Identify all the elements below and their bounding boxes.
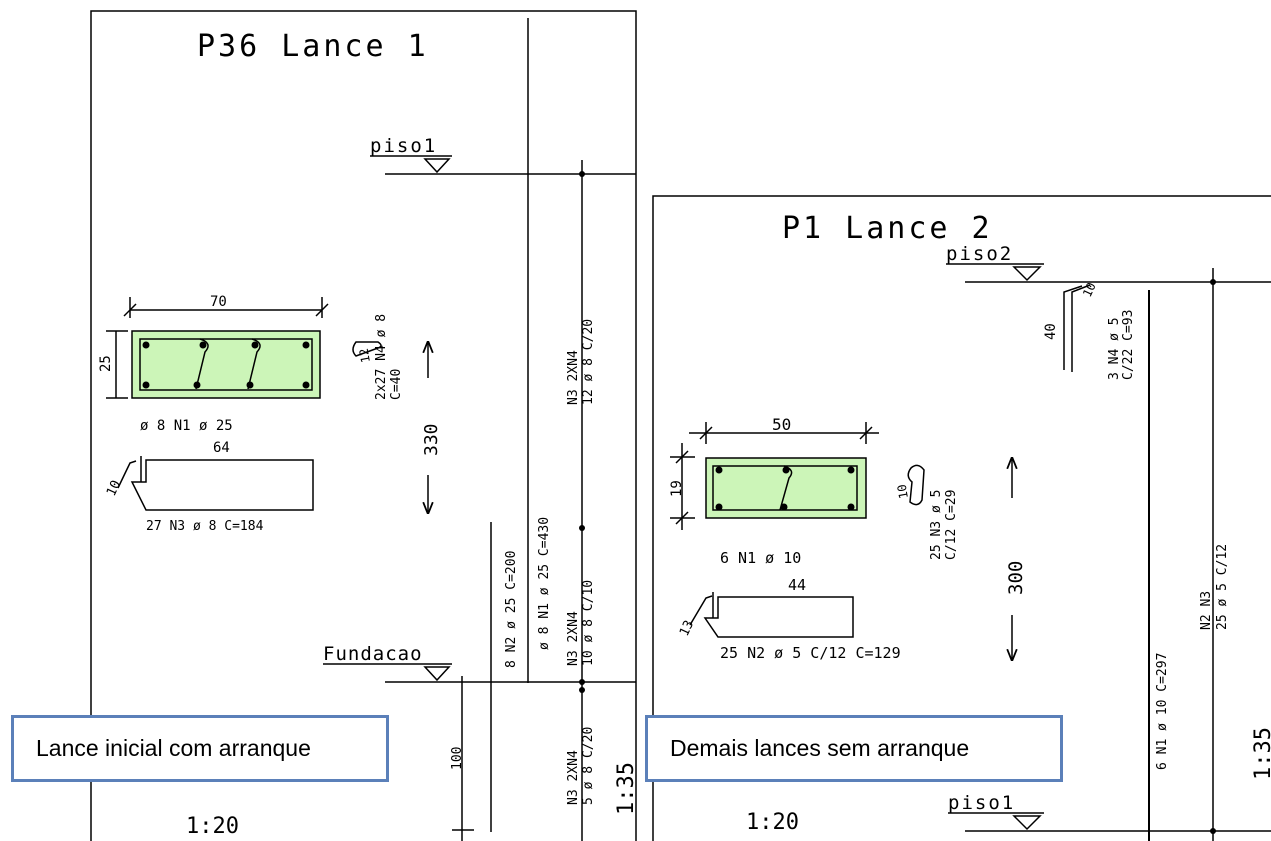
svg-text:piso2: piso2 xyxy=(946,243,1013,265)
right-section: 50 19 6 N1 ø 10 xyxy=(669,415,879,567)
right-n2-shape: 44 13 25 N2 ø 5 C/12 C=129 xyxy=(677,576,901,662)
left-height: 330 xyxy=(421,342,442,513)
right-stirrup: 10 25 N3 ø 5 C/12 C=29 xyxy=(895,464,959,560)
left-section: 70 25 ø 8 N1 ø 25 xyxy=(98,294,329,434)
svg-text:25 N3 ø 5: 25 N3 ø 5 xyxy=(929,490,944,560)
svg-text:C/22 C=93: C/22 C=93 xyxy=(1121,310,1136,380)
svg-text:40: 40 xyxy=(1043,323,1059,340)
svg-text:44: 44 xyxy=(788,576,806,594)
left-n3-label: 27 N3 ø 8 C=184 xyxy=(146,519,264,534)
right-sheet-border xyxy=(652,195,1271,841)
svg-text:2x27 N4 ø 8: 2x27 N4 ø 8 xyxy=(374,314,389,400)
left-section-width: 70 xyxy=(210,294,227,310)
svg-text:10: 10 xyxy=(1080,280,1099,299)
svg-text:330: 330 xyxy=(421,423,442,456)
svg-text:C=40: C=40 xyxy=(389,369,404,400)
left-bar-n3n4-c-2: 5 ø 8 C/20 xyxy=(581,727,596,805)
left-depth: 100 xyxy=(450,747,465,770)
left-n1-label: ø 8 N1 ø 25 xyxy=(140,418,233,434)
right-section-width: 50 xyxy=(772,415,791,434)
svg-text:300: 300 xyxy=(1005,561,1027,595)
right-section-height: 19 xyxy=(669,480,685,497)
svg-text:10: 10 xyxy=(895,483,911,500)
left-sheet: P36 Lance 1 piso1 70 25 xyxy=(90,10,639,841)
left-scale-b: 1:35 xyxy=(614,762,639,815)
left-bar-n3n4-b-2: 10 ø 8 C/10 xyxy=(581,580,596,666)
left-title: P36 Lance 1 xyxy=(197,29,429,64)
left-callout: Lance inicial com arranque xyxy=(11,715,389,782)
right-sheet: P1 Lance 2 piso2 10 40 3 N4 ø 5 C/22 C=9… xyxy=(652,195,1271,841)
svg-text:64: 64 xyxy=(213,440,230,456)
left-bar-n2: 8 N2 ø 25 C=200 xyxy=(504,551,519,668)
right-n1-label: 6 N1 ø 10 xyxy=(720,549,801,567)
left-sheet-border xyxy=(90,10,637,841)
svg-text:C/12 C=29: C/12 C=29 xyxy=(944,490,959,560)
right-n2-label: 25 N2 ø 5 C/12 C=129 xyxy=(720,644,901,662)
left-n3-shape: 64 10 27 N3 ø 8 C=184 xyxy=(104,440,314,534)
svg-text:12: 12 xyxy=(357,347,373,364)
left-stirrup: 12 2x27 N4 ø 8 C=40 xyxy=(352,314,404,400)
left-bar-n3n4-b-1: N3 2XN4 xyxy=(566,611,581,666)
right-level-piso1: piso1 xyxy=(948,792,1271,834)
left-level-piso1: piso1 xyxy=(370,135,636,177)
left-bar-n3n4-c-1: N3 2XN4 xyxy=(566,750,581,805)
right-scale-b: 1:35 xyxy=(1251,727,1271,780)
right-height: 300 xyxy=(1005,458,1027,660)
left-section-height: 25 xyxy=(98,355,114,372)
svg-text:13: 13 xyxy=(677,618,697,639)
left-scale: 1:20 xyxy=(186,814,239,839)
svg-text:Fundacao: Fundacao xyxy=(323,643,423,665)
left-bar-n3n4-a-2: 12 ø 8 C/20 xyxy=(581,319,596,405)
left-bar-n3n4-a-1: N3 2XN4 xyxy=(566,350,581,405)
svg-text:10: 10 xyxy=(104,478,124,499)
left-bar-n1: ø 8 N1 ø 25 C=430 xyxy=(537,517,552,650)
right-bar-n2n3-2: 25 ø 5 C/12 xyxy=(1215,544,1230,630)
left-callout-text: Lance inicial com arranque xyxy=(36,735,311,761)
right-n4-detail: 10 40 3 N4 ø 5 C/22 C=93 xyxy=(1043,280,1136,380)
right-bar-n2n3-1: N2 N3 xyxy=(1199,591,1214,630)
right-callout-text: Demais lances sem arranque xyxy=(670,735,970,761)
right-scale: 1:20 xyxy=(746,810,799,835)
right-level-piso2: piso2 xyxy=(946,243,1271,285)
svg-text:piso1: piso1 xyxy=(370,135,437,157)
svg-text:piso1: piso1 xyxy=(948,792,1015,814)
left-level-fundacao: Fundacao xyxy=(323,643,636,693)
right-title: P1 Lance 2 xyxy=(782,211,993,246)
right-bar-n1: 6 N1 ø 10 C=297 xyxy=(1155,653,1170,770)
svg-text:3 N4 ø 5: 3 N4 ø 5 xyxy=(1107,317,1122,380)
right-callout: Demais lances sem arranque xyxy=(645,715,1063,782)
